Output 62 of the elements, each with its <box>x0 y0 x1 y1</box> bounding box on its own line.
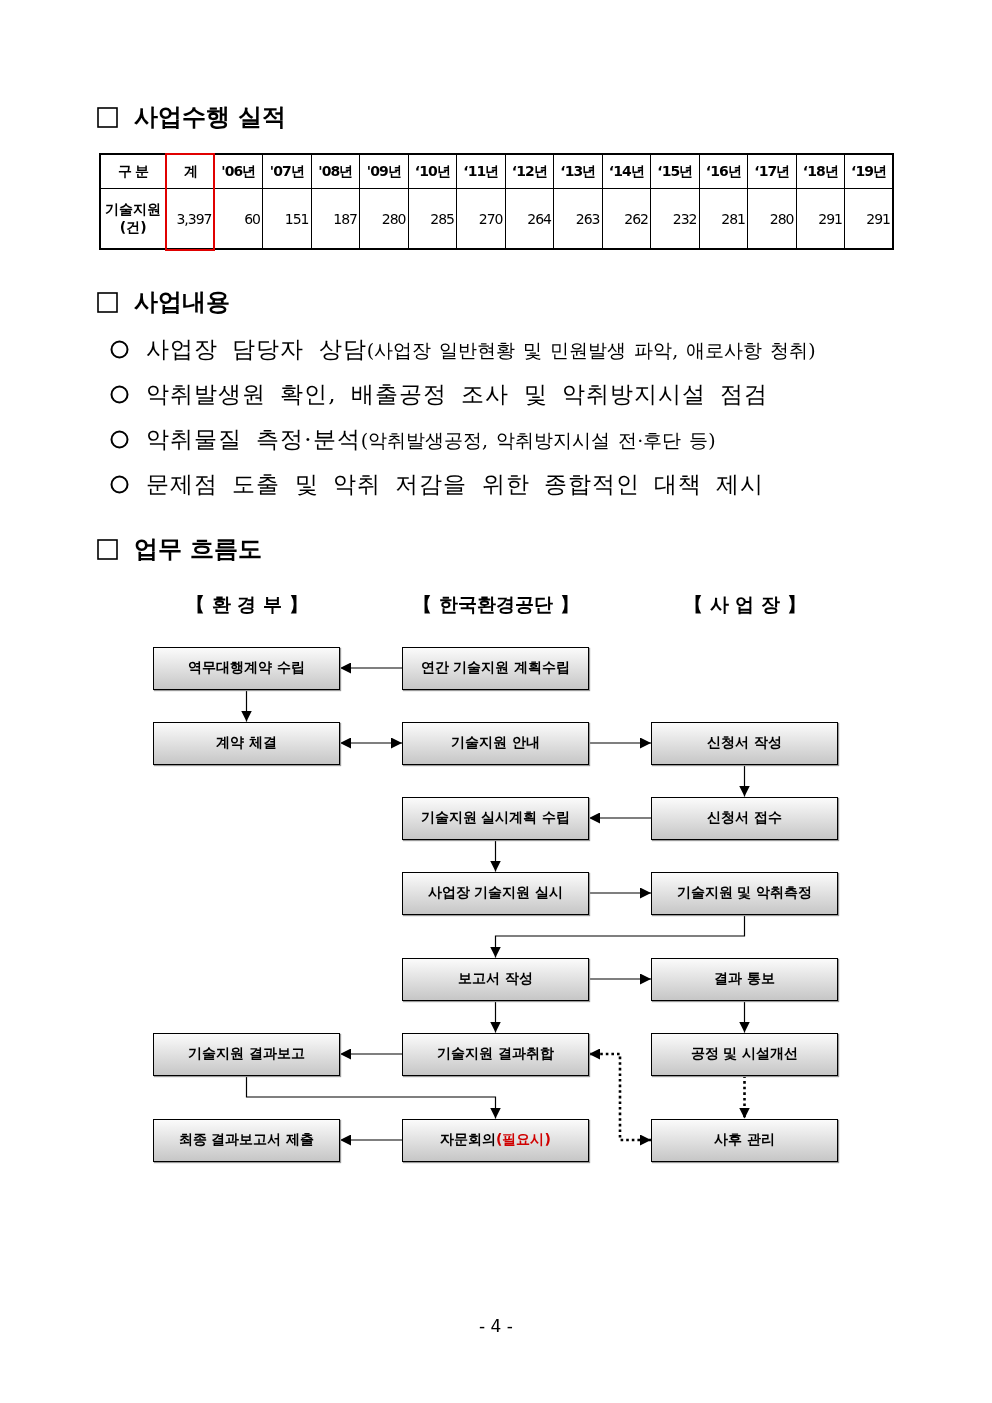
process-box: 기술지원 안내 <box>402 721 589 765</box>
arrow <box>339 662 403 674</box>
arrow <box>588 737 652 749</box>
arrow <box>588 973 652 985</box>
header-cell: ‘15년 <box>650 154 699 189</box>
process-box: 기술지원 실시계획 수립 <box>402 796 589 840</box>
header-cell: '09년 <box>359 154 408 189</box>
bullet-text: 악취발생원 확인, 배출공정 조사 및 악취방지시설 점검 <box>146 381 769 407</box>
header-cell: '07년 <box>262 154 311 189</box>
process-box: 공정 및 시설개선 <box>651 1032 838 1076</box>
process-box: 신청서 접수 <box>651 796 838 840</box>
column-heading: 【 한국환경공단 】 <box>412 592 580 616</box>
note-text: (필요시) <box>496 1131 551 1149</box>
section-heading: 사업수행 실적 <box>134 102 287 132</box>
arrow <box>245 1074 501 1120</box>
process-box: 기술지원 및 악취측정 <box>651 871 838 915</box>
section-heading: 업무 흐름도 <box>134 534 263 564</box>
arrow <box>739 763 750 798</box>
header-cell: ‘12년 <box>505 154 554 189</box>
arrow <box>339 1134 403 1146</box>
bullet-text: 사업장 담당자 상담 <box>146 336 367 362</box>
process-box: 보고서 작성 <box>402 957 589 1001</box>
header-cell: ‘16년 <box>699 154 748 189</box>
column-heading: 【 사 업 장 】 <box>683 592 807 616</box>
arrow <box>588 812 652 824</box>
arrow <box>588 887 652 899</box>
arrow <box>490 913 746 959</box>
page-number: - 4 - <box>478 1315 514 1338</box>
section-heading: 사업내용 <box>134 287 230 317</box>
arrow <box>339 1048 403 1060</box>
process-box: 사후 관리 <box>651 1118 838 1162</box>
process-box: 기술지원 결과보고 <box>153 1032 340 1076</box>
dotted-arrow <box>589 1048 651 1146</box>
arrow <box>490 838 501 873</box>
bullet-note: (악취발생공정, 악취방지시설 전·후단 등) <box>360 429 716 451</box>
header-cell: '06년 <box>214 154 263 189</box>
header-cell: '08년 <box>311 154 360 189</box>
header-cell: ‘11년 <box>456 154 505 189</box>
arrow <box>739 999 750 1034</box>
process-box: 역무대행계약 수립 <box>153 646 340 690</box>
bullet-note: (사업장 일반현황 및 민원발생 파악, 애로사항 청취) <box>366 339 816 361</box>
arrow <box>490 999 501 1034</box>
process-box: 연간 기술지원 계획수립 <box>402 646 589 690</box>
arrow <box>241 688 252 723</box>
process-box: 신청서 작성 <box>651 721 838 765</box>
header-cell: ‘17년 <box>747 154 796 189</box>
process-box: 최종 결과보고서 제출 <box>153 1118 340 1162</box>
process-box: 기술지원 결과취합 <box>402 1032 589 1076</box>
column-heading: 【 환 경 부 】 <box>185 592 309 616</box>
header-cell: ‘10년 <box>408 154 457 189</box>
arrow <box>339 737 403 749</box>
header-cell: ‘18년 <box>796 154 845 189</box>
header-cell: ‘13년 <box>553 154 602 189</box>
dotted-arrow <box>739 1075 750 1119</box>
bullet-text: 악취물질 측정·분석 <box>146 426 361 452</box>
process-box <box>402 1118 589 1162</box>
process-box: 결과 통보 <box>651 957 838 1001</box>
step-label: 자문회의 <box>440 1131 497 1149</box>
header-cell: ‘14년 <box>602 154 651 189</box>
bullet-text: 문제점 도출 및 악취 저감을 위한 종합적인 대책 제시 <box>146 471 765 497</box>
process-box: 계약 체결 <box>153 721 340 765</box>
process-box: 사업장 기술지원 실시 <box>402 871 589 915</box>
